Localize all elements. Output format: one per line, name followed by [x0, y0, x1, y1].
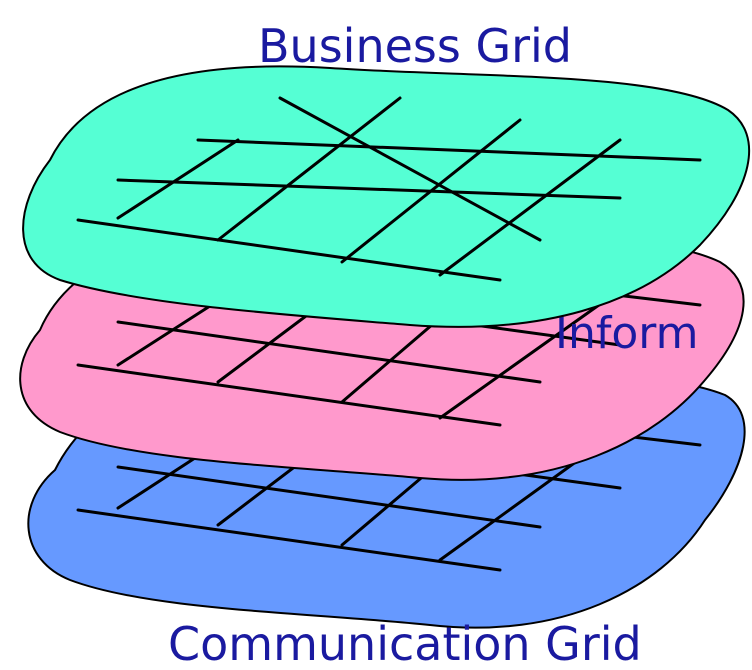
business-grid-layer — [22, 65, 751, 328]
grid-line — [340, 118, 522, 264]
grid-line — [278, 96, 542, 242]
grid-line — [340, 316, 442, 404]
business-grid-label: Business Grid — [258, 19, 572, 73]
grid-line — [216, 96, 402, 242]
grid-line — [76, 363, 502, 427]
grid-line — [116, 138, 240, 220]
business-grid-lines — [76, 96, 702, 282]
communication-grid-label: Communication Grid — [168, 617, 642, 670]
grid-line — [196, 138, 702, 162]
grid-line — [438, 288, 622, 420]
grid-line — [116, 178, 622, 200]
grid-line — [116, 465, 542, 529]
grid-line — [76, 508, 502, 572]
grid-line — [116, 320, 542, 384]
business-grid-plate — [22, 65, 751, 328]
grid-line — [76, 218, 502, 282]
information-grid-label: Inform — [555, 308, 698, 359]
grid-line — [438, 138, 622, 277]
